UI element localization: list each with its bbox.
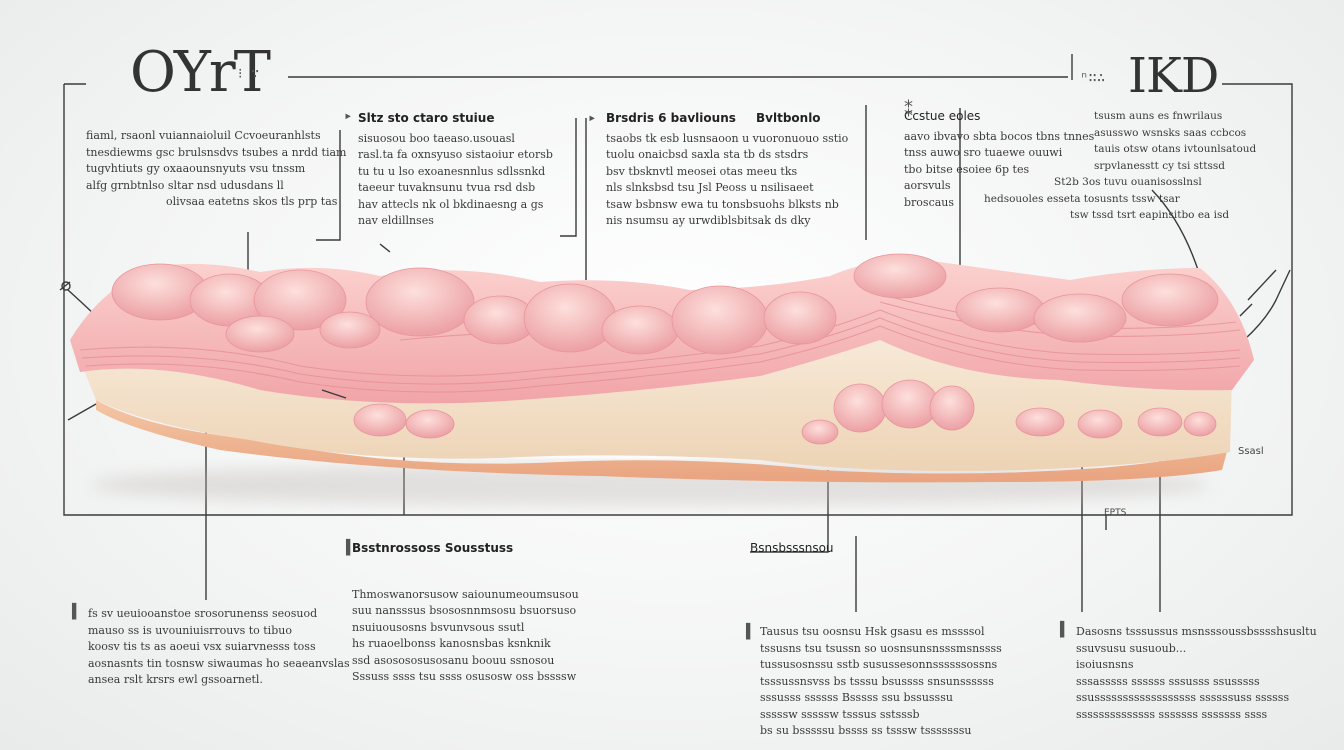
text-line: tuolu onaicbsd saxla sta tb ds stsdrs [606,148,809,161]
text-line: tsaobs tk esb lusnsaoon u vuoronuouo sst… [606,131,849,145]
text-line: St2b 3os tuvu ouanisosslnsl [1054,176,1202,188]
text-line: Thmoswanorsusow saiounumeoumsusou [352,587,579,601]
text-line: alfg grnbtnlso sltar nsd udusdans ll [86,178,284,192]
text-line: nis nsumsu ay urwdiblsbitsak ds dky [606,214,811,227]
text-line: hav attecls nk ol bkdinaesng a gs [358,197,544,211]
text-line: tssusns tsu tsussn so uosnsunsnsssmsnsss… [760,641,1002,655]
arrow-marks [67,243,1277,421]
tissue-cream-layer [80,330,1232,471]
text-line: tu tu u lso exoanesnnlus sdlssnkd [358,164,546,178]
text-line: nsuiuousosns bsvunvsous ssutl [352,620,525,634]
block-heading: Bsstnrossoss Sousstuss [352,541,514,555]
block-heading: Bvltbonlo [756,111,821,125]
bullet-mark: ⁑ [904,100,913,121]
text-line: sssasssss ssssss sssusss ssusssss [1076,674,1260,688]
text-line: tussusosnssu sstb susussesonnssssssossns [760,658,998,671]
text-line: tugvhtiuts gy oxaaounsnyuts vsu tnssm [86,162,306,175]
text-line: Sssuss ssss tsu ssss osusosw oss bssssw [352,670,577,683]
tissue-inner-lobes [353,379,1217,445]
text-line: taeeur tuvaknsunu tvua rsd dsb [358,181,536,194]
text-line: ssuvsusu susuoub... [1076,641,1187,655]
text-line: broscaus [904,195,955,209]
top-block-2: Sltz sto ctaro stuiue sisuosou boo taeas… [358,110,553,230]
top-block-6: tsusm auns es fnwrilaus asusswo wsnsks s… [984,108,1257,224]
text-line: tnss auwo sro tuaewe ouuwi [904,146,1063,159]
bottom-block-3: Bsnsbsssnsou [750,540,834,561]
text-line: suu nansssus bsososnnmsosu bsuorsuso [352,604,577,617]
title-left-glyphs: ⁝ ∵ [238,66,260,82]
text-line: nav eldillnses [358,214,434,227]
text-line: sssssw sssssw tsssus sstsssb [760,707,920,721]
top-block-1: fiaml, rsaonl vuiannaioluil Ccvoeuranhls… [86,128,346,211]
bullet-mark: ▸ [344,108,353,124]
text-line: aavo ibvavo sbta bocos tbns tnnes [904,129,1095,143]
text-line: hedsouoles esseta tosusnts tssw tsar [984,192,1180,205]
title-left: OYrT [130,40,271,105]
text-line: aorsvuls [904,179,951,192]
text-line: asusswo wsnsks saas ccbcos [1094,126,1247,139]
bottom-block-4: Tausus tsu oosnsu Hsk gsasu es mssssol t… [760,624,1002,740]
tissue-base-layer [96,400,1228,483]
text-line: bs su bsssssu bssss ss tsssw tsssssssu [760,724,972,737]
text-line: aosnasnts tin tosnsw siwaumas ho seaeanv… [88,656,350,670]
text-line: fs sv ueuiooanstoe srosorunenss seosuod [88,607,318,620]
text-line: rasl.ta fa oxnsyuso sistaoiur etorsb [358,148,553,161]
text-line: ssd asosososusosanu boouu ssnosou [352,653,555,667]
block-heading: Ccstue eoles [904,109,981,123]
top-block-4: Bvltbonlo [756,110,821,131]
title-right-glyphs: ⁿ∷∴ [1080,70,1106,86]
text-line: ansea rslt krsrs ewl gssoarnetl. [88,673,263,686]
text-line: koosv tis ts as aoeui vsx suiarvnesss to… [88,640,316,653]
text-line: Dasosns tsssussus msnsssoussbsssshsusltu [1076,625,1317,638]
bottom-block-2: Bsstnrossoss Sousstuss Thmoswanorsusow s… [352,540,579,686]
text-line: tsusm auns es fnwrilaus [1094,110,1223,122]
bottom-block-5: Dasosns tsssussus msnsssoussbsssshsusltu… [1076,624,1317,723]
text-line: srpvlanesstt cy tsi sttssd [1094,159,1225,172]
bullet-mark: ▌ [72,604,81,620]
text-line: isoiusnsns [1076,658,1134,671]
text-line: ssssssssssssss sssssss sssssss ssss [1076,707,1268,721]
text-line: tsaw bsbnsw ewa tu tonsbsuohs blksts nb [606,197,839,211]
block-heading: Bsnsbsssnsou [750,541,834,555]
text-line: mauso ss is uvouniuisrrouvs to tibuo [88,623,292,637]
bullet-mark: ▌ [746,624,755,640]
text-line: hs ruaoelbonss kanosnsbas ksnknik [352,637,551,650]
block-heading: Sltz sto ctaro stuiue [358,111,495,125]
tissue-lobes [111,253,1219,355]
text-line: Tausus tsu oosnsu Hsk gsasu es mssssol [760,625,985,638]
text-line: bsv tbsknvtl meosei otas meeu tks [606,164,798,178]
text-line: tauis otsw otans ivtounlsatoud [1094,143,1257,155]
text-line: olivsaa eatetns skos tls prp tas [166,195,338,208]
text-line: nls slnksbsd tsu Jsl Peoss u nsilisaeet [606,181,814,194]
bullet-mark: ▸ [588,110,597,126]
text-line: sisuosou boo taeaso.usouasl [358,131,515,145]
side-label-right: Ssasl [1238,446,1264,457]
bullet-mark: ▌ [346,540,355,556]
bottom-block-1: fs sv ueuiooanstoe srosorunenss seosuod … [88,606,350,689]
top-block-5: Ccstue eoles aavo ibvavo sbta bocos tbns… [904,108,1094,211]
side-label-bottom: EPTS [1104,508,1127,518]
text-line: tnesdiewms gsc brulsnsdvs tsubes a nrdd … [86,145,347,159]
text-line: sssusss ssssss Bsssss ssu bssusssu [760,691,953,704]
text-line: ssussssssssssssssssss ssssssuss ssssss [1076,691,1290,704]
text-line: tsw tssd tsrt eapinsitbo ea isd [1070,209,1230,221]
bullet-mark: ▌ [1060,622,1069,638]
text-line: tbo bitse esoiee 6p tes [904,162,1030,176]
title-right: IKD [1128,48,1219,104]
text-line: tsssussnsvss bs tsssu bsussss snsunsssss… [760,674,994,688]
block-heading: Brsdris 6 bavliouns [606,111,736,125]
text-line: fiaml, rsaonl vuiannaioluil Ccvoeuranhls… [86,129,321,142]
top-block-3: Brsdris 6 bavliouns tsaobs tk esb lusnsa… [606,110,848,230]
